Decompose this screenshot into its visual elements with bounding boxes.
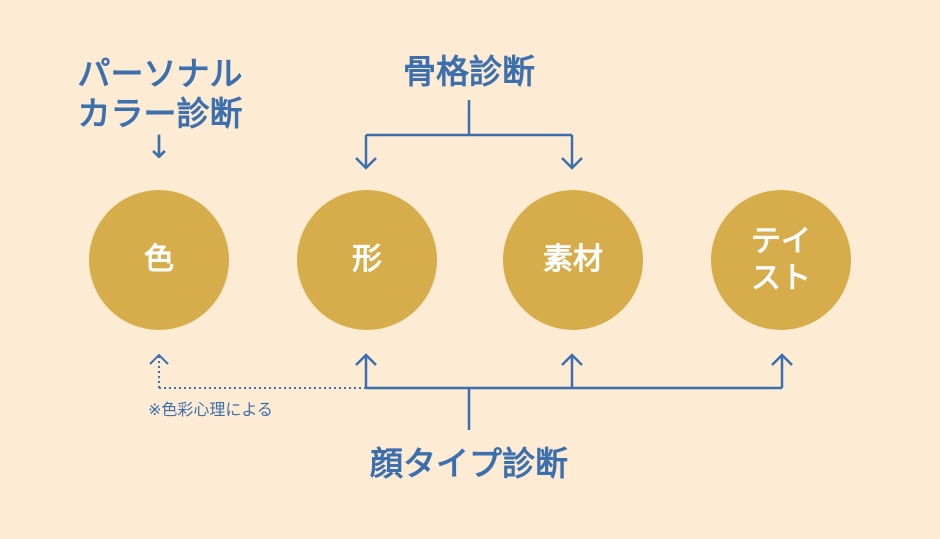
circle-taste: テイ スト	[711, 190, 851, 330]
circle-shape: 形	[297, 190, 437, 330]
down-arrow-icon: ↓	[145, 128, 173, 166]
face-type-arrow-2-head	[561, 353, 583, 366]
skeleton-arrow-right-head	[561, 157, 583, 170]
color-psychology-note: ※色彩心理による	[148, 400, 273, 419]
color-psychology-arrow-head	[149, 353, 169, 365]
circle-material: 素材	[503, 190, 643, 330]
skeleton-diagnosis-label: 骨格診断	[403, 52, 535, 91]
face-type-arrow-3-head	[771, 353, 793, 366]
circle-color: 色	[89, 190, 229, 330]
skeleton-arrow-left-head	[355, 157, 377, 170]
face-type-arrow-1-head	[355, 353, 377, 366]
personal-color-label: パーソナル カラー診断	[77, 54, 243, 133]
face-type-diagnosis-label: 顔タイプ診断	[370, 444, 568, 483]
